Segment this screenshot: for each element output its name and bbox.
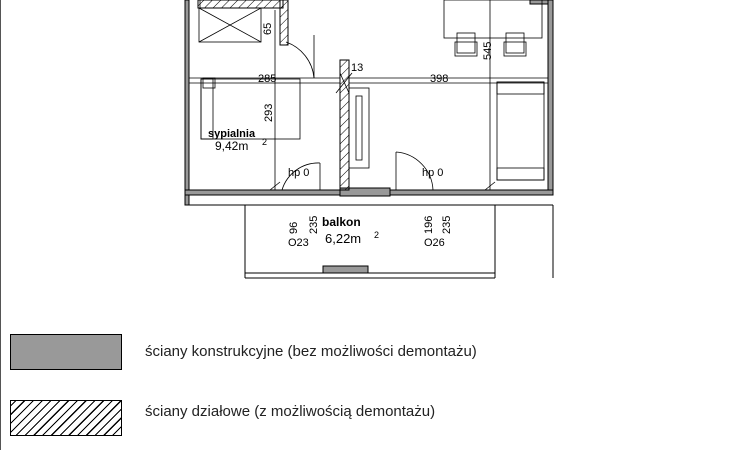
legend-swatch-structural [10,334,122,370]
structural-walls [184,0,554,206]
dim-293: 293 [263,104,275,122]
legend-item-structural [10,334,122,370]
legend-label-structural: ściany konstrukcyjne (bez możliwości dem… [145,343,477,360]
dim-196: 196 [423,216,435,234]
room-area-balcony-sup: 2 [374,230,379,240]
dim-96: 96 [288,222,300,234]
dim-235-right: 235 [441,216,453,234]
room-name-balcony: balkon [322,215,361,229]
door-label-right: hp 0 [422,167,443,179]
room-area-bedroom: 9,42m [215,139,248,153]
window-code-left: O23 [288,237,309,249]
room-area-balcony: 6,22m [325,231,361,246]
dim-398: 398 [430,73,448,85]
window-code-right: O26 [424,237,445,249]
dim-65: 65 [262,23,274,35]
legend-item-partition [10,400,122,436]
page-border-left [0,0,1,450]
interior-lines [189,0,548,191]
balcony-outline [244,205,554,279]
dimension-lines [189,0,548,191]
dim-13: 13 [351,62,363,74]
dim-235-left: 235 [308,216,320,234]
door-label-left: hp 0 [288,167,309,179]
legend-swatch-partition [10,400,122,436]
floor-plan: 65 545 13 285 398 293 96 235 196 235 syp… [184,0,554,279]
dim-285: 285 [258,73,276,85]
room-name-bedroom: sypialnia [208,128,256,140]
room-area-bedroom-sup: 2 [262,137,267,147]
legend-label-partition: ściany działowe (z możliwością demontażu… [145,403,436,420]
dim-545: 545 [482,42,494,60]
